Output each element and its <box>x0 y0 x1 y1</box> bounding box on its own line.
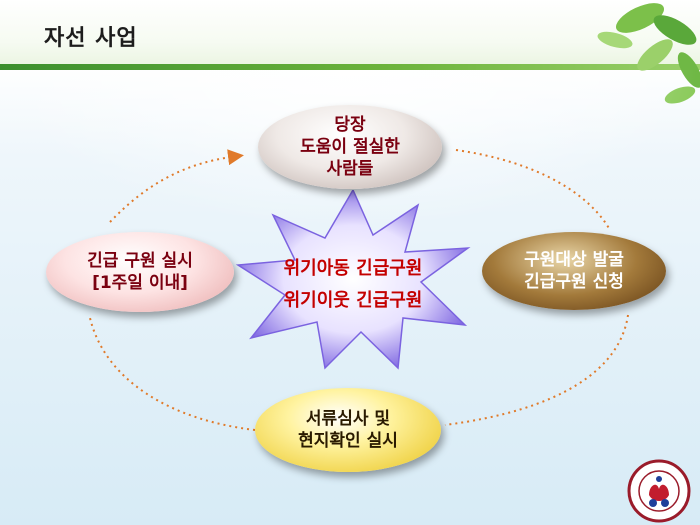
node-bottom-line-1: 서류심사 및 <box>305 409 391 429</box>
node-bottom-line-2: 현지확인 실시 <box>298 431 398 451</box>
organization-logo <box>627 459 691 523</box>
node-discovery-application: 구원대상 발굴 긴급구원 신청 <box>482 232 666 310</box>
node-emergency-relief: 긴급 구원 실시 [1주일 이내] <box>46 232 234 312</box>
header-divider <box>0 64 700 70</box>
node-top-line-3: 사람들 <box>326 159 374 179</box>
center-line-1: 위기아동 긴급구원 <box>283 258 423 279</box>
center-text: 위기아동 긴급구원 위기이웃 긴급구원 <box>233 253 473 317</box>
node-right-line-2: 긴급구원 신청 <box>524 272 624 292</box>
node-top-line-1: 당장 <box>334 115 366 135</box>
node-review-inspection: 서류심사 및 현지확인 실시 <box>255 388 441 472</box>
node-top-line-2: 도움이 절실한 <box>300 137 400 157</box>
starburst-shape <box>235 190 471 370</box>
page-title: 자선 사업 <box>44 26 138 51</box>
node-left-line-1: 긴급 구원 실시 <box>87 251 193 271</box>
node-right-line-1: 구원대상 발굴 <box>524 250 624 270</box>
center-line-2: 위기이웃 긴급구원 <box>283 290 423 311</box>
node-left-line-2: [1주일 이내] <box>92 273 188 293</box>
arrow-left-to-top <box>109 149 244 223</box>
header <box>0 0 700 70</box>
node-urgent-people: 당장 도움이 절실한 사람들 <box>258 105 442 189</box>
